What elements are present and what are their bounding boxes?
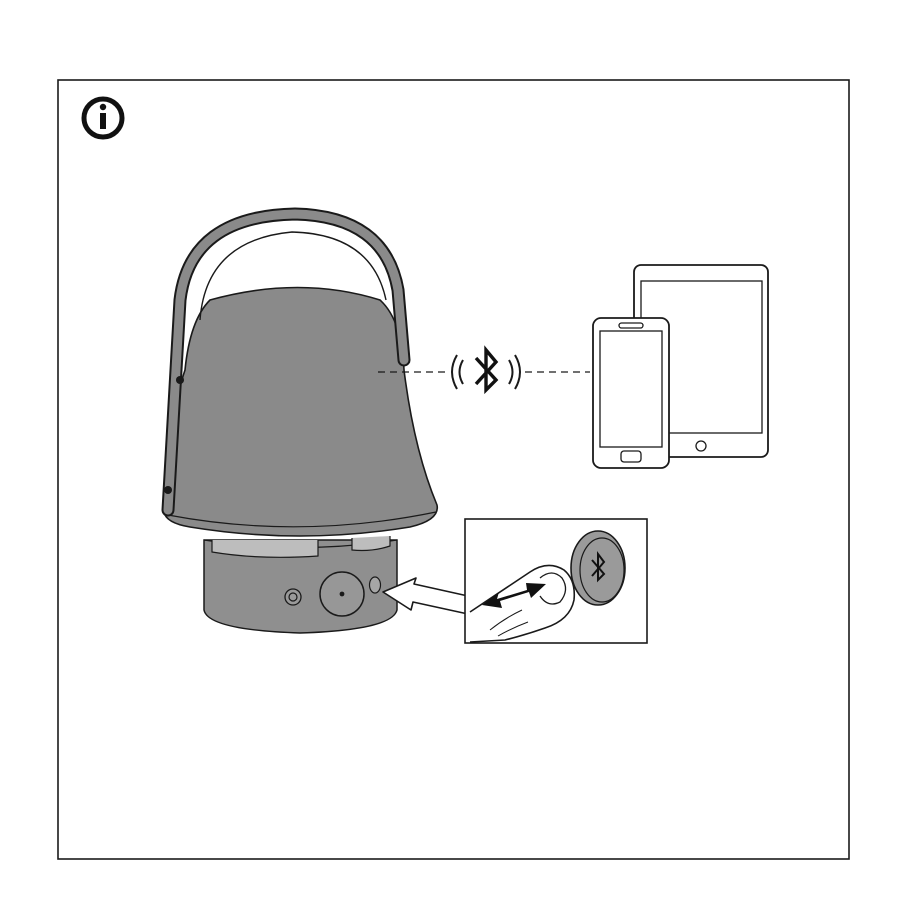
lamp-base xyxy=(204,536,397,633)
bluetooth-icon xyxy=(476,350,496,390)
inset-detail xyxy=(465,519,647,643)
smartphone xyxy=(593,318,669,468)
info-circle-icon xyxy=(84,99,122,137)
lamp-speaker xyxy=(164,214,437,633)
